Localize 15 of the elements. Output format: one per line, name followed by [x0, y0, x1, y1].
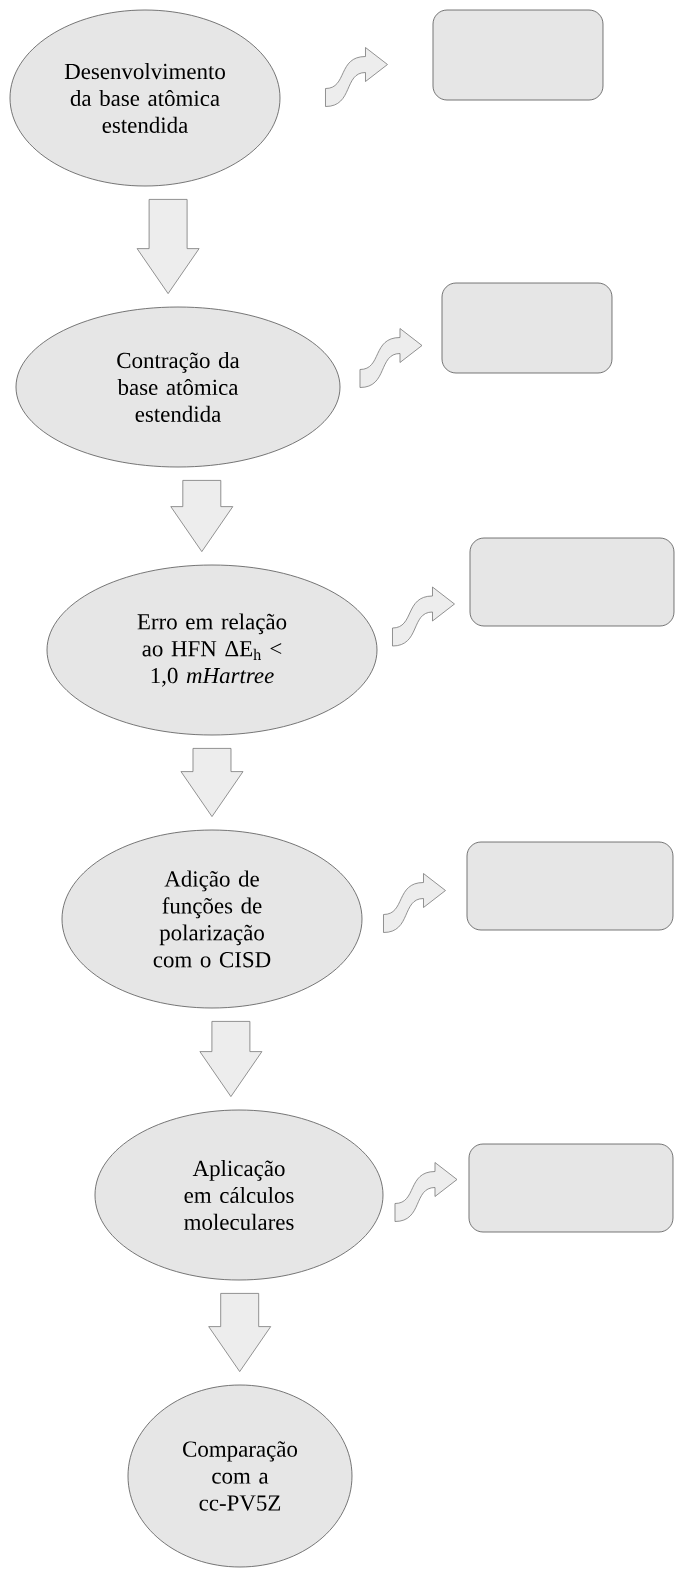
block-arrow	[199, 1021, 263, 1097]
block-arrow	[136, 199, 200, 294]
block-arrow	[170, 480, 234, 552]
rounded-box	[441, 282, 613, 374]
curved-arrow	[325, 47, 388, 107]
block-arrow	[208, 1293, 272, 1372]
rounded-box	[468, 1143, 674, 1233]
block-arrow	[180, 748, 244, 817]
curved-arrow	[383, 873, 446, 933]
curved-arrow	[392, 586, 455, 647]
rounded-box	[432, 9, 604, 101]
rounded-box	[469, 537, 675, 627]
curved-arrow	[359, 328, 423, 388]
rounded-box	[466, 841, 674, 931]
curved-arrow	[394, 1162, 458, 1222]
